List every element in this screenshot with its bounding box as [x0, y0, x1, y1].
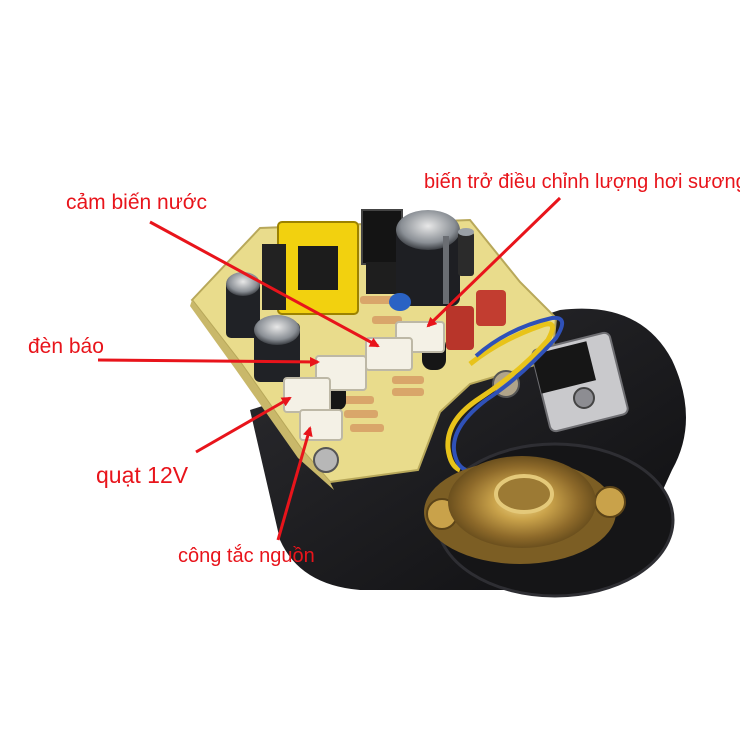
pcb-edge	[190, 300, 334, 490]
transformer-pins	[262, 244, 286, 310]
arrow-potentiometer	[426, 196, 562, 328]
transformer-window	[298, 246, 338, 290]
blue-wire	[451, 315, 564, 472]
heatsink-screw	[573, 387, 595, 409]
red-capacitor-1	[446, 306, 474, 350]
disc-center	[494, 474, 554, 514]
red-capacitor-2	[476, 290, 506, 326]
fan-label: quạt 12V	[96, 462, 189, 488]
indicator-light-label: đèn báo	[28, 335, 104, 358]
screw-left	[313, 447, 339, 473]
arrow-power-switch	[276, 426, 313, 541]
transistor-tab	[366, 262, 398, 294]
blue-ceramic-capacitor	[389, 293, 411, 311]
right-transistor	[531, 341, 597, 394]
arrow-fan	[195, 396, 292, 454]
power-switch-label: công tắc nguồn	[178, 545, 315, 567]
arrow-water-sensor	[149, 220, 380, 348]
left-capacitor-top	[226, 272, 260, 296]
left-capacitor-body	[226, 280, 260, 338]
connectors	[283, 321, 445, 441]
yellow-wire	[445, 321, 555, 473]
resistor-group	[340, 296, 424, 432]
power-transistor	[361, 209, 403, 265]
bracket-screw-right	[594, 486, 626, 518]
main-capacitor-top	[396, 210, 460, 250]
potentiometer-label: biến trở điều chỉnh lượng hơi sương	[424, 171, 740, 193]
small-capacitor-top	[458, 228, 474, 236]
front-capacitor-top	[254, 315, 300, 345]
arrow-indicator-light	[97, 356, 320, 367]
water-sensor-label: cảm biến nước	[66, 191, 208, 214]
small-capacitor	[458, 232, 474, 276]
